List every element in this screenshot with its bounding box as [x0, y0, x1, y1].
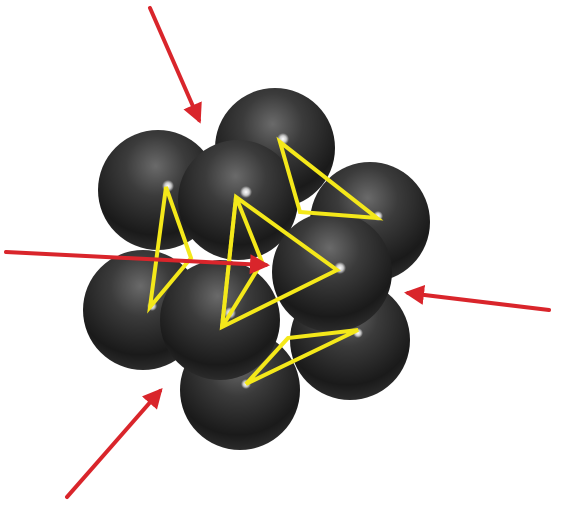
triangle-top-right — [276, 136, 384, 221]
triangle-left — [147, 186, 194, 314]
sphere-center-left — [160, 260, 280, 380]
arrow-left — [4, 250, 270, 275]
arrow-bottom-left — [65, 387, 163, 499]
arrow-group — [4, 6, 551, 499]
triangle-lower-right — [244, 328, 359, 386]
arrow-top — [148, 6, 202, 124]
arrow-right — [404, 284, 551, 312]
